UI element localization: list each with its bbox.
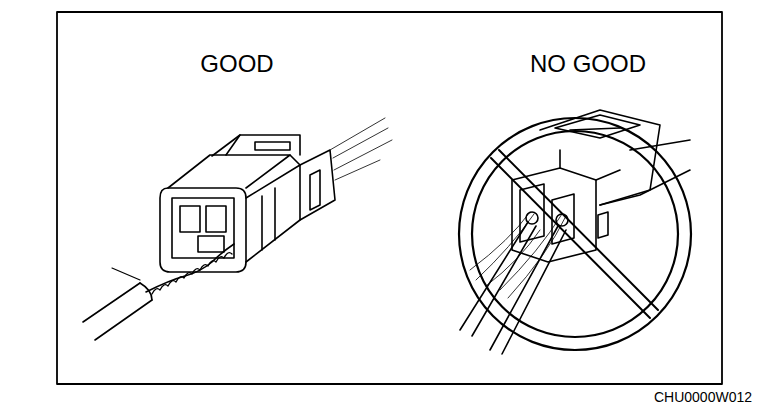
probe-good [83, 244, 234, 340]
connector-no-good [512, 110, 690, 262]
condition-label: GOOD [200, 52, 273, 76]
connector-good [160, 118, 392, 272]
condition-label: NO GOOD [530, 52, 646, 76]
frame [57, 12, 722, 384]
figure-code: CHU0000W012 [654, 390, 752, 404]
prohibition-symbol [459, 118, 691, 350]
